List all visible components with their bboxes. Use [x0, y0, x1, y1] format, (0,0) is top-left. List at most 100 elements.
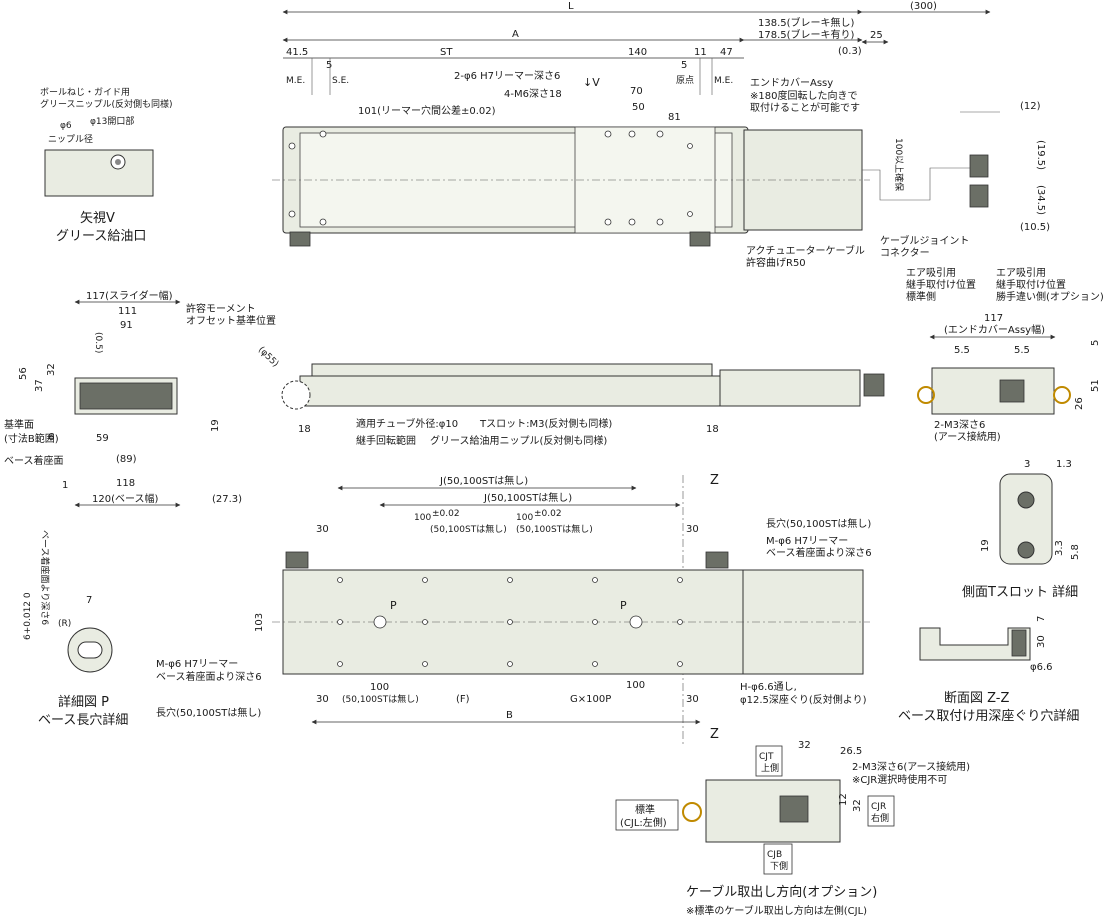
sec-ref-1: 基準面 [4, 418, 34, 431]
sec-19: 19 [210, 419, 221, 432]
dim-300: (300) [910, 1, 937, 12]
end-26: 26 [1074, 397, 1085, 410]
cab-cjr-2: 右側 [871, 812, 889, 824]
end-5-5a: 5.5 [954, 345, 970, 356]
side-joint-range: 継手回転範囲 [356, 434, 416, 447]
sec-120: 120(ベース幅) [92, 492, 158, 505]
note-actuator-cable-2: 許容曲げR50 [746, 256, 806, 269]
side-18a: 18 [298, 424, 311, 435]
cab-26-5: 26.5 [840, 746, 862, 757]
cab-note: ※標準のケーブル取出し方向は左側(CJL) [686, 904, 867, 917]
ts-title: 側面Tスロット 詳細 [962, 584, 1078, 600]
bot-100c: 100 [370, 682, 389, 693]
end-5: 5 [1090, 340, 1101, 346]
grease-title-1: 矢視V [80, 211, 115, 226]
zz-title-2: ベース取付け用深座ぐり穴詳細 [898, 708, 1079, 724]
cab-cjb-2: 下側 [770, 860, 788, 872]
bottom-holes [337, 577, 683, 667]
tslot-detail: 3 1.3 19 3.3 5.8 側面Tスロット 詳細 [962, 459, 1081, 600]
dim-0-3: (0.3) [838, 46, 862, 57]
cab-cjt-1: CJT [759, 752, 774, 762]
bot-m-left-2: ベース着座面より深さ6 [156, 670, 262, 683]
cab-cjt-2: 上側 [761, 762, 779, 774]
ts-1-3: 1.3 [1056, 459, 1072, 470]
bot-H1: H-φ6.6通し, [740, 681, 797, 693]
sec-0-5: (0.5) [93, 332, 103, 353]
ts-3: 3 [1024, 459, 1030, 470]
cab-32: 32 [798, 740, 811, 751]
cab-std-1: 標準 [635, 803, 655, 816]
p-tol: 6+0.012 0 [23, 592, 33, 640]
dim-70: 70 [630, 86, 643, 97]
label-se: S.E. [332, 76, 349, 86]
p-R: (R) [58, 619, 71, 629]
note-actuator-cable-1: アクチュエーターケーブル [746, 244, 865, 257]
sec-91: 91 [120, 320, 133, 331]
cab-cjr-note: ※CJR選択時使用不可 [852, 773, 947, 786]
sec-59: 59 [96, 433, 109, 444]
dim-34-5: (34.5) [1035, 185, 1046, 215]
cable-direction: 32 26.5 CJT 上側 2-M3深さ6(アース接続用) ※CJR選択時使用… [615, 740, 970, 917]
cross-section: 117(スライダー幅) 111 91 許容モーメント オフセット基準位置 (0.… [4, 289, 276, 508]
end-air-5: 継手取付け位置 [996, 278, 1066, 291]
sec-moment-1: 許容モーメント [186, 302, 256, 315]
bot-Z1: Z [710, 473, 719, 488]
bot-100b-tol: ±0.02 [534, 509, 562, 519]
bot-F: (F) [456, 694, 470, 705]
dim-5b: 5 [681, 60, 687, 71]
side-view: (φ55) 18 18 適用チューブ外径:φ10 Tスロット:M3(反対側も同様… [256, 345, 885, 447]
bot-J2: J(50,100STは無し) [483, 491, 572, 504]
end-air-2: 継手取付け位置 [906, 278, 976, 291]
end-117: 117 [984, 313, 1003, 324]
sec-ref-2: (寸法B範囲) [4, 432, 59, 445]
dim-L: L [568, 1, 574, 12]
bot-30a: 30 [316, 524, 329, 535]
sec-32: 32 [46, 363, 57, 376]
dim-81: 81 [668, 112, 681, 123]
bot-P1: P [390, 599, 397, 612]
cab-12v: 12 [838, 793, 849, 806]
dim-50: 50 [632, 102, 645, 113]
zz-section: 7 30 φ6.6 断面図 Z-Z ベース取付け用深座ぐり穴詳細 [898, 616, 1079, 724]
bot-J1: J(50,100STは無し) [439, 474, 528, 487]
bot-100d: 100 [626, 680, 645, 691]
dim-10-5: (10.5) [1020, 222, 1050, 233]
p-title-1: 詳細図 P [58, 694, 109, 710]
note-reamer-pitch: 101(リーマー穴間公差±0.02) [358, 104, 496, 117]
dim-140: 140 [628, 47, 647, 58]
end-cover-width: (エンドカバーAssy幅) [944, 323, 1045, 336]
grease-title-2: グリース給油口 [56, 229, 146, 244]
side-18b: 18 [706, 424, 719, 435]
bot-30b: 30 [686, 524, 699, 535]
bot-100a-tol: ±0.02 [432, 509, 460, 519]
bot-103: 103 [254, 613, 265, 632]
bot-G: G×100P [570, 694, 611, 705]
label-origin: 原点 [676, 75, 694, 86]
end-ground: (アース接続用) [934, 430, 1001, 443]
bot-100b-note: (50,100STは無し) [516, 523, 593, 535]
cab-std-2: (CJL:左側) [620, 816, 667, 829]
label-me-right: M.E. [714, 76, 733, 86]
cab-cjb-1: CJB [767, 850, 782, 860]
bot-100a-note: (50,100STは無し) [430, 523, 507, 535]
note-joint-1: ケーブルジョイント [880, 234, 969, 247]
end-view: エア吸引用 継手取付け位置 標準側 エア吸引用 継手取付け位置 勝手違い側(オプ… [906, 267, 1104, 443]
side-grease-nipple: グリース給油用ニップル(反対側も同様) [430, 434, 607, 447]
end-51: 51 [1090, 379, 1101, 392]
grease-label-1: ボールねじ・ガイド用 [40, 87, 130, 98]
dim-brake-yes: 178.5(ブレーキ有り) [758, 28, 855, 41]
bot-m-left-1: M-φ6 H7リーマー [156, 659, 238, 670]
sec-6: 6 [48, 432, 54, 443]
cab-32v: 32 [852, 799, 863, 812]
sec-1: 1 [62, 480, 68, 491]
cab-cjr-1: CJR [871, 802, 886, 812]
p-7: 7 [86, 595, 92, 606]
note-pin-hole: 2-φ6 H7リーマー深さ6 [454, 70, 560, 82]
ts-19: 19 [980, 539, 991, 552]
sec-89: (89) [116, 454, 137, 465]
dim-A: A [512, 29, 519, 40]
side-phi55: (φ55) [256, 345, 280, 369]
ts-3-3: 3.3 [1054, 540, 1065, 556]
side-tslot: Tスロット:M3(反対側も同様) [479, 417, 612, 430]
top-view: L (300) A 138.5(ブレーキ無し) 178.5(ブレーキ有り) (0… [272, 1, 1050, 269]
